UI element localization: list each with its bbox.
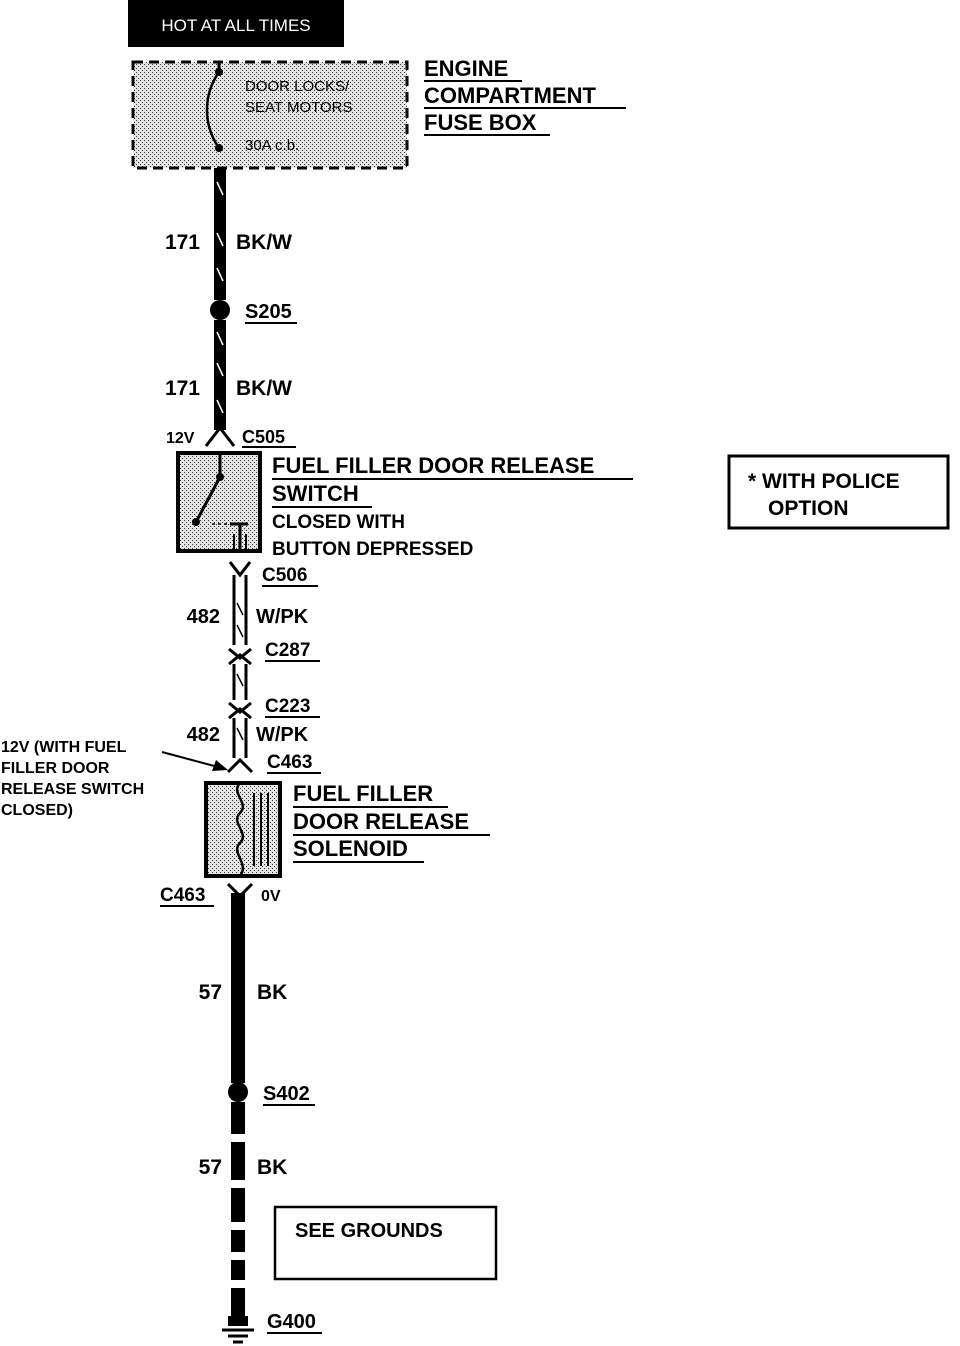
fuse-box-title-line2: COMPARTMENT (424, 83, 596, 108)
wire-171-segment-1: 171 BK/W (165, 168, 292, 300)
wire-171-segment-2: 171 BK/W (165, 320, 292, 430)
wire-171-number-2: 171 (165, 377, 200, 400)
ground-g400-label: G400 (267, 1311, 316, 1333)
connector-c505-voltage: 12V (166, 430, 195, 447)
connector-c463-bottom: C463 0V (160, 882, 281, 907)
switch-note-line2: BUTTON DEPRESSED (272, 539, 473, 560)
voltage-note-arrow (161, 751, 219, 768)
wire-57-segment-1: 57 BK (199, 893, 287, 1083)
connector-c287: C287 (228, 640, 320, 666)
switch-blade (194, 476, 222, 523)
solenoid-title-line3: SOLENOID (293, 836, 408, 861)
engine-compartment-fuse-box: DOOR LOCKS/ SEAT MOTORS 30A c.b. (131, 60, 409, 170)
wire-171-number-1: 171 (165, 231, 200, 254)
wire-57-number-1: 57 (199, 981, 222, 1004)
connector-c463-top: C463 (226, 752, 321, 774)
switch-title-line2: SWITCH (272, 481, 359, 506)
fuel-filler-door-release-switch (176, 451, 262, 553)
voltage-note-line3: RELEASE SWITCH (1, 781, 144, 798)
connector-c223: C223 (228, 696, 320, 720)
see-grounds-note: SEE GROUNDS (273, 1205, 498, 1281)
fuse-box-title: ENGINE COMPARTMENT FUSE BOX (424, 56, 626, 136)
fuse-box-title-line1: ENGINE (424, 56, 508, 81)
splice-s402: S402 (228, 1082, 315, 1106)
voltage-note-line2: FILLER DOOR (1, 760, 110, 777)
voltage-note-12v: 12V (WITH FUEL FILLER DOOR RELEASE SWITC… (1, 739, 228, 819)
connector-c463-top-label: C463 (267, 752, 312, 773)
connector-c505: 12V C505 (166, 425, 296, 448)
wire-171-color-2: BK/W (236, 377, 292, 400)
fuse-rating: 30A c.b. (245, 137, 299, 154)
splice-s402-label: S402 (263, 1083, 310, 1105)
connector-c506-label: C506 (262, 565, 307, 586)
wire-57-number-2: 57 (199, 1156, 222, 1179)
police-option-line1: * WITH POLICE (748, 470, 900, 493)
wire-171-color-1: BK/W (236, 231, 292, 254)
connector-c463-bottom-label: C463 (160, 885, 205, 906)
splice-s205-label: S205 (245, 301, 292, 323)
solenoid-title: FUEL FILLER DOOR RELEASE SOLENOID (293, 781, 490, 863)
voltage-note-line4: CLOSED) (1, 802, 73, 819)
wire-482-color-2: W/PK (256, 724, 309, 746)
see-grounds-label: SEE GROUNDS (295, 1220, 443, 1242)
connector-c463-voltage: 0V (261, 888, 281, 905)
police-option-note: * WITH POLICE OPTION (727, 454, 950, 530)
switch-note-line1: CLOSED WITH (272, 512, 405, 533)
switch-title-line1: FUEL FILLER DOOR RELEASE (272, 453, 594, 478)
wire-57-segment-2: 57 BK (199, 1102, 287, 1316)
splice-s205: S205 (210, 300, 297, 324)
circuit-breaker-symbol (205, 71, 221, 149)
hot-at-all-times-label: HOT AT ALL TIMES (161, 16, 310, 35)
wire-57-color-1: BK (257, 981, 287, 1004)
hot-at-all-times-banner: HOT AT ALL TIMES (128, 0, 344, 47)
fuse-box-title-line3: FUSE BOX (424, 110, 537, 135)
ground-g400: G400 (222, 1311, 322, 1344)
fuel-filler-door-release-solenoid (204, 781, 282, 878)
connector-c505-label: C505 (242, 427, 285, 447)
ground-symbol-icon (222, 1316, 254, 1344)
wire-482-segment-2: 482 W/PK (187, 718, 309, 758)
wire-482-jumper (232, 664, 248, 700)
switch-title: FUEL FILLER DOOR RELEASE SWITCH CLOSED W… (272, 453, 633, 560)
solenoid-title-line2: DOOR RELEASE (293, 809, 469, 834)
wire-57-color-2: BK (257, 1156, 287, 1179)
connector-c287-label: C287 (265, 640, 310, 661)
voltage-note-line1: 12V (WITH FUEL (1, 739, 127, 756)
wire-482-segment-1: 482 W/PK (187, 575, 309, 645)
wire-482-number-2: 482 (187, 724, 220, 746)
fuse-circuit-line2: SEAT MOTORS (245, 99, 353, 116)
wire-482-color-1: W/PK (256, 606, 309, 628)
police-option-line2: OPTION (768, 497, 849, 520)
solenoid-coil-symbol (235, 782, 245, 877)
solenoid-title-line1: FUEL FILLER (293, 781, 433, 806)
connector-c223-label: C223 (265, 696, 310, 717)
fuse-circuit-line1: DOOR LOCKS/ (245, 78, 350, 95)
wire-482-number-1: 482 (187, 606, 220, 628)
connector-c506: C506 (228, 561, 318, 587)
